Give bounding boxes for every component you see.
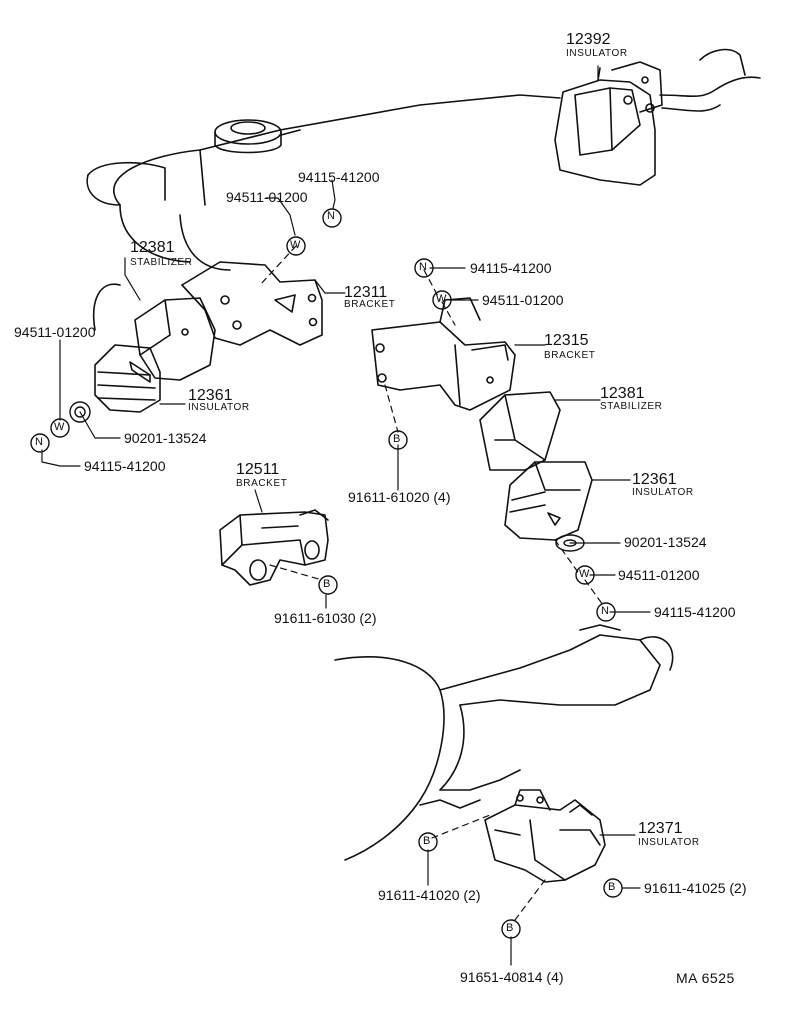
part-name-12361-left: INSULATOR [188, 402, 250, 413]
washer-symbol: W [54, 421, 65, 433]
part-number-94511-top: 94511-01200 [226, 189, 308, 205]
part-number-90201-right: 90201-13524 [624, 534, 707, 550]
part-number-12392: 12392 [566, 31, 611, 48]
diagram-code: MA 6525 [676, 970, 735, 986]
part-name-12381-left: STABILIZER [130, 257, 193, 268]
part-number-12311: 12311 [344, 284, 388, 301]
part-number-12511: 12511 [236, 461, 280, 478]
part-number-12371: 12371 [638, 820, 683, 837]
washer-symbol: W [436, 293, 447, 305]
bolt-symbol: B [506, 922, 514, 934]
part-name-12392: INSULATOR [566, 48, 628, 59]
washer-symbol: W [290, 239, 301, 251]
part-name-12311: BRACKET [344, 299, 396, 310]
part-number-94115-lower: 94115-41200 [654, 604, 736, 620]
part-number-91611-61030: 91611-61030 (2) [274, 610, 377, 626]
part-name-12315: BRACKET [544, 350, 596, 361]
washer-symbol: W [579, 568, 590, 580]
bolt-symbol: B [323, 578, 331, 590]
part-number-94511-lower: 94511-01200 [618, 567, 700, 583]
bolt-symbol: B [393, 433, 401, 445]
left-mount-drawing [94, 261, 323, 413]
engine-outline [86, 94, 561, 331]
part-name-12511: BRACKET [236, 478, 288, 489]
part-name-12381-right: STABILIZER [600, 401, 663, 412]
part-number-12381-left: 12381 [130, 239, 175, 256]
part-number-90201-left: 90201-13524 [124, 430, 207, 446]
nut-symbol: N [601, 605, 609, 617]
bracket-12511-drawing [219, 509, 329, 586]
bolt-symbol: B [608, 881, 616, 893]
dashed-leader-lines [259, 245, 604, 921]
part-number-12361-left: 12361 [188, 387, 233, 404]
part-number-12381-right: 12381 [600, 385, 645, 402]
part-name-12361-right: INSULATOR [632, 487, 694, 498]
insulator-12371-drawing [484, 789, 606, 883]
transmission-outline [334, 624, 674, 861]
insulator-12392-drawing [554, 48, 761, 186]
part-number-94115-top: 94115-41200 [298, 169, 380, 185]
part-number-91611-61020: 91611-61020 (4) [348, 489, 451, 505]
bolt-symbol: B [423, 835, 431, 847]
part-number-94511-left: 94511-01200 [14, 324, 96, 340]
part-number-94115-right: 94115-41200 [470, 260, 552, 276]
nut-symbol: N [327, 210, 335, 222]
part-name-12371: INSULATOR [638, 837, 700, 848]
part-number-94115-left: 94115-41200 [84, 458, 166, 474]
leader-lines [41, 65, 651, 966]
nut-symbol: N [419, 261, 427, 273]
nut-symbol: N [35, 436, 43, 448]
part-number-91651-40814: 91651-40814 (4) [460, 969, 564, 985]
part-number-94511-right: 94511-01200 [482, 292, 564, 308]
right-mount-drawing [371, 297, 593, 541]
part-number-12315: 12315 [544, 332, 589, 349]
fastener-symbols [30, 208, 623, 939]
part-number-91611-41020: 91611-41020 (2) [378, 887, 481, 903]
part-number-91611-41025: 91611-41025 (2) [644, 880, 747, 896]
part-number-12361-right: 12361 [632, 471, 677, 488]
